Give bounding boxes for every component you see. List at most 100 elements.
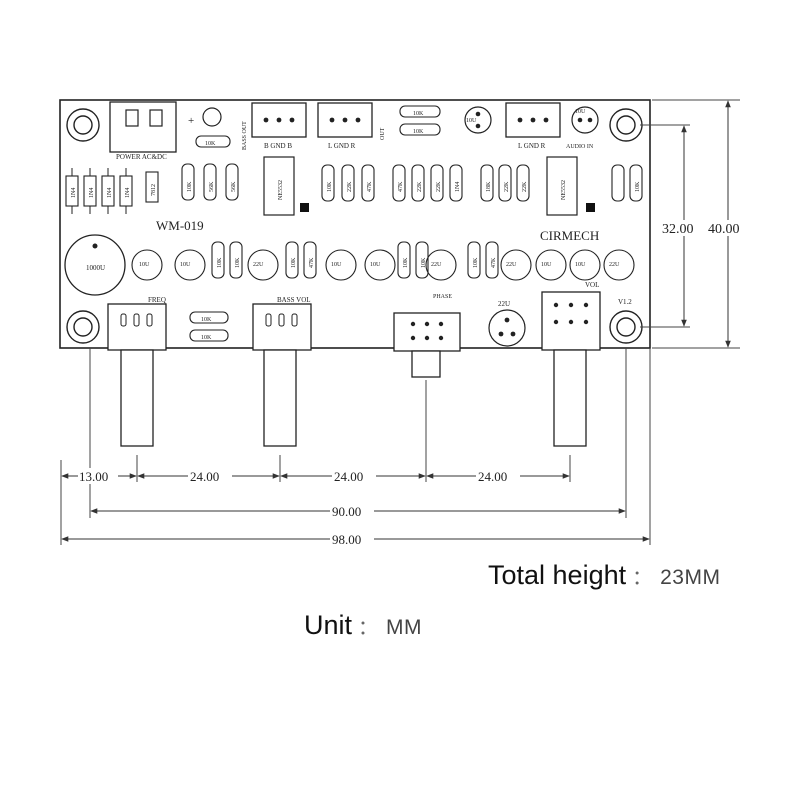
cap-row-label-1: 10U [139,262,150,268]
capacitor-1000u [64,234,126,296]
bass-vol-label: BASS VOL [277,296,311,304]
res-left-label-3: 56K [231,181,237,192]
vres-label-10: 22K [522,181,528,192]
resistor-top-power-label: 10K [205,141,216,147]
capacitor-top-right [571,106,599,134]
total-height-separator: ： [632,567,653,589]
vres-label-3: 47K [367,181,373,192]
ic-left-label: NE5532 [278,180,284,200]
mres-label-6: 10K [421,257,427,268]
vol-label: VOL [585,281,599,289]
vres-label-4: 47K [398,181,404,192]
dimension-extension-lines [60,99,740,545]
power-led: + [188,107,222,127]
diode-label-4: 1N4 [125,188,131,198]
model-label: WM-019 [156,218,204,233]
bass-vol-potentiometer [252,303,312,447]
dim-90: 90.00 [332,504,361,519]
mres-label-7: 10K [473,257,479,268]
vres-label-2: 22K [347,181,353,192]
vres-label-8: 18K [486,181,492,192]
bass-out-connector [251,102,307,138]
mres-label-2: 10K [235,257,241,268]
resistor-row-mid [211,241,499,279]
audio-in-label: AUDIO IN [566,144,594,150]
resistor-top-b-label: 10K [413,129,424,135]
resistor-bottom-a-label: 10K [201,317,212,323]
brand-label: CIRMECH [540,228,599,243]
dim-98: 98.00 [332,532,361,547]
capacitor-row [131,249,635,281]
bass-connector-pins-label: B GND B [264,142,292,150]
out-label: OUT [380,127,386,140]
vres-label-9: 22K [504,181,510,192]
phase-label: PHASE [433,294,452,300]
vres-label-7: 1N4 [455,182,461,192]
power-terminal-block [109,101,177,153]
vres-label-6: 22K [436,181,442,192]
freq-potentiometer [107,303,167,447]
diode-label-2: 1N4 [89,188,95,198]
out-connector-pins-label: L GND R [328,142,356,150]
cap-row-label-5: 10U [370,262,381,268]
dim-32: 32.00 [662,222,694,237]
cap-row-label-3: 22U [253,262,264,268]
dim-24-third: 24.00 [478,469,507,484]
svg-text:+: + [188,115,194,127]
mres-label-5: 10K [403,257,409,268]
ic-left [263,156,309,216]
phase-switch [393,312,461,378]
mres-label-1: 10K [217,257,223,268]
resistor-pair-bottom [189,311,229,342]
regulator-7812 [145,171,159,203]
mounting-hole-top-left [66,108,100,142]
vres-label-1: 10K [327,181,333,192]
unit-separator: ： [358,617,379,639]
ic-right-label: NE5532 [561,180,567,200]
res-left-label-2: 56K [209,181,215,192]
total-height-label: Total height [488,560,627,590]
ic-right [546,156,595,216]
out-connector [317,102,373,138]
resistor-row-top [321,164,643,202]
vol-potentiometer [541,291,601,447]
capacitor-22u [488,309,526,347]
total-height-note: Total height： 23MM [488,560,720,591]
mres-label-4: 47K [309,257,315,268]
unit-label: Unit [304,610,353,640]
diode-label-1: 1N4 [71,188,77,198]
dim-13: 13.00 [79,469,108,484]
regulator-label: 7812 [151,184,157,196]
capacitor-top [464,106,492,134]
resistor-pair-top [399,105,441,136]
res-left-label-1: 10K [187,181,193,192]
cap-22u-label: 22U [498,300,510,308]
resistor-top-power [195,135,231,148]
diode-bridge [65,168,133,214]
freq-label: FREQ [148,296,166,304]
vres-label-5: 22K [417,181,423,192]
unit-value: MM [386,616,423,639]
mres-label-3: 10K [291,257,297,268]
cap-row-label-7: 22U [506,262,517,268]
version-label: V1.2 [618,298,632,306]
resistor-top-a-label: 10K [413,111,424,117]
cap-row-label-2: 10U [180,262,191,268]
mounting-hole-bottom-left [66,310,100,344]
audio-in-connector [505,102,561,138]
dim-24-second: 24.00 [334,469,363,484]
bass-out-label: BASS OUT [242,121,248,150]
vres-label-11: 10K [635,181,641,192]
capacitor-top-right-label: 10U [575,109,586,115]
cap-row-label-10: 22U [609,262,620,268]
cap-row-label-6: 22U [431,262,442,268]
power-label: POWER AC&DC [116,153,167,161]
resistor-bottom-b-label: 10K [201,335,212,341]
resistor-group-left [181,163,239,201]
audio-in-pins-label: L GND R [518,142,546,150]
cap-row-label-8: 10U [541,262,552,268]
cap-row-label-9: 10U [575,262,586,268]
total-height-value: 23MM [660,566,721,589]
dim-24-first: 24.00 [190,469,219,484]
